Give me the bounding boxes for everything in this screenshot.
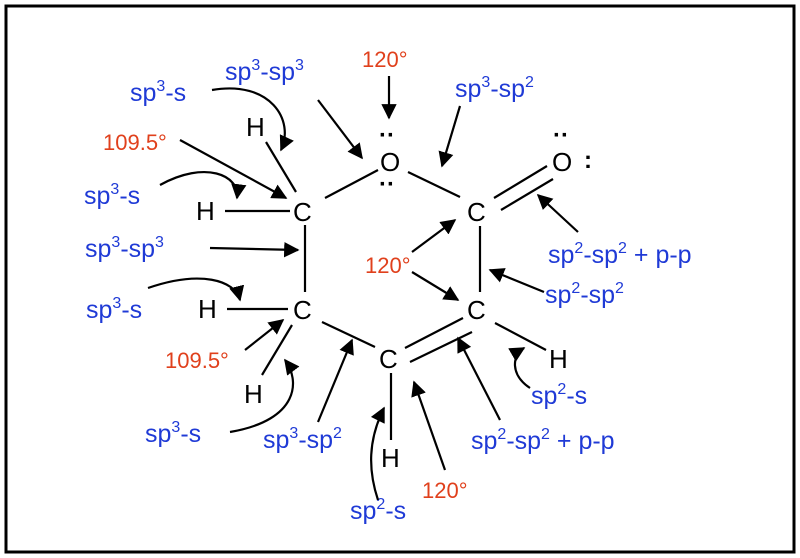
arrow-sp3-s-h1 (211, 87, 294, 152)
atom-h5: H (549, 344, 568, 374)
label-sp2-sp2-pp-right: sp2-sp2 + p-p (548, 240, 692, 269)
label-sp2-s-bottom: sp2-s (350, 496, 406, 525)
label-sp2-sp2-right: sp2-sp2 (545, 280, 624, 309)
label-sp3-sp3-left: sp3-sp3 (85, 234, 164, 263)
label-sp2-sp2-pp-bottom: sp2-sp2 + p-p (471, 426, 615, 455)
bond-o1-c2 (407, 171, 461, 198)
arrows (147, 76, 579, 501)
bond-c1-h1 (265, 141, 297, 193)
angle-120-mid: 120° (365, 253, 411, 278)
lone-pair-o1-top: ·· (379, 122, 395, 149)
bond-c4-c5-a (404, 317, 464, 349)
bond-o1-c1 (324, 169, 379, 199)
arrow-sp3-sp3-o1 (317, 99, 363, 160)
frame-border (4, 4, 796, 554)
atom-h6: H (381, 443, 400, 473)
atom-c1: C (293, 197, 312, 227)
arrow-sp2-sp2-pp-c4c5 (457, 336, 501, 421)
arrow-109-bottom (244, 319, 285, 351)
bond-c2-o2-a (493, 165, 548, 199)
arrow-sp2-s-h6 (370, 406, 385, 501)
arrow-120-mid-down (411, 271, 460, 301)
label-sp3-s-top-left: sp3-s (130, 78, 186, 107)
label-sp2-s-right: sp2-s (531, 381, 587, 410)
atom-c4: C (467, 295, 486, 325)
arrow-sp3-s-h4 (229, 358, 300, 434)
atom-h4: H (244, 379, 263, 409)
arrow-sp2-sp2-pp-o2 (536, 193, 579, 233)
arrow-sp3-sp2-c5 (316, 338, 354, 423)
label-sp3-s-left: sp3-s (84, 181, 140, 210)
bond-c4-h5 (494, 322, 547, 351)
label-sp3-sp2-bottom: sp3-sp2 (263, 425, 342, 454)
atom-h3: H (198, 294, 217, 324)
atom-h1: H (246, 112, 265, 142)
label-sp3-sp3-top: sp3-sp3 (225, 57, 304, 86)
label-sp3-s-bottom-left: sp3-s (145, 419, 201, 448)
arrow-120-bottom (411, 380, 447, 471)
arrow-sp3-sp2-o1 (438, 105, 462, 168)
bonds (225, 141, 554, 440)
angle-120-top: 120° (362, 47, 408, 72)
arrow-sp3-sp3-ring (209, 241, 300, 258)
label-sp3-s-mid-left: sp3-s (86, 295, 142, 324)
label-sp3-sp2-top: sp3-sp2 (455, 74, 534, 103)
atom-o2: O (552, 147, 572, 177)
atoms: O O C C C C C H H H H H H ·· ·· ·· : (196, 112, 592, 473)
atom-h2: H (196, 196, 215, 226)
bond-c3-h4 (261, 324, 293, 376)
bond-c3-c5 (321, 321, 376, 348)
angle-labels: 120° 109.5° 120° 109.5° 120° (103, 47, 468, 503)
angle-109-left: 109.5° (103, 130, 167, 155)
arrow-sp3-s-h2 (159, 170, 247, 200)
lone-pair-o2-right: : (584, 147, 592, 174)
atom-c2: C (467, 197, 486, 227)
angle-109-bottom: 109.5° (165, 348, 229, 373)
arrow-sp2-s-h5 (508, 347, 531, 389)
bond-c2-o2-b (500, 178, 554, 211)
angle-120-bottom: 120° (422, 478, 468, 503)
lone-pair-o2-top: ·· (553, 122, 569, 149)
arrow-sp3-s-h3 (147, 277, 245, 302)
arrow-120-mid-up (411, 219, 457, 253)
lone-pair-o1-bottom: ·· (379, 171, 395, 198)
atom-o1: O (380, 147, 400, 177)
atom-c5: C (379, 344, 398, 374)
arrow-109-left (179, 139, 288, 199)
arrow-sp2-sp2-c4 (488, 268, 545, 294)
bond-labels: sp3-s sp3-sp3 sp3-sp2 sp3-s sp3-sp3 sp2-… (84, 57, 692, 525)
atom-c3: C (293, 295, 312, 325)
